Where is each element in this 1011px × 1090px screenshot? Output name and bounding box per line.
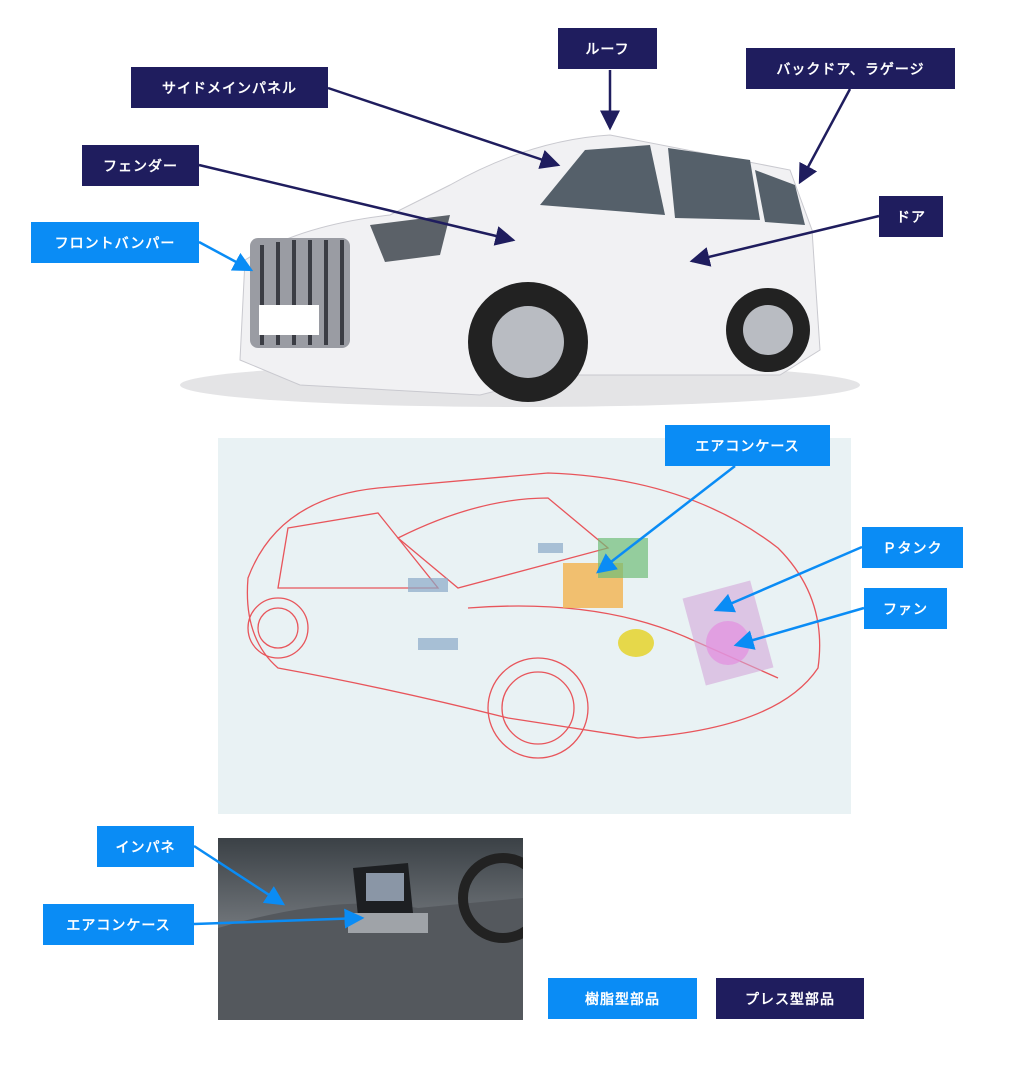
label-aircon-case: エアコンケース <box>665 425 830 466</box>
label-instrument-panel: インパネ <box>97 826 194 867</box>
hvac-diagram <box>218 438 851 814</box>
label-back-door: バックドア、ラゲージ <box>746 48 955 89</box>
label-front-bumper: フロントバンパー <box>31 222 199 263</box>
dashboard-photo <box>218 838 548 1020</box>
label-fan: ファン <box>864 588 947 629</box>
legend-resin-parts: 樹脂型部品 <box>548 978 697 1019</box>
legend-press-parts: プレス型部品 <box>716 978 864 1019</box>
label-side-main-panel: サイドメインパネル <box>131 67 328 108</box>
label-door: ドア <box>879 196 943 237</box>
label-p-tank: Ｐタンク <box>862 527 963 568</box>
label-interior-aircon-case: エアコンケース <box>43 904 194 945</box>
label-fender: フェンダー <box>82 145 199 186</box>
label-roof: ルーフ <box>558 28 657 69</box>
